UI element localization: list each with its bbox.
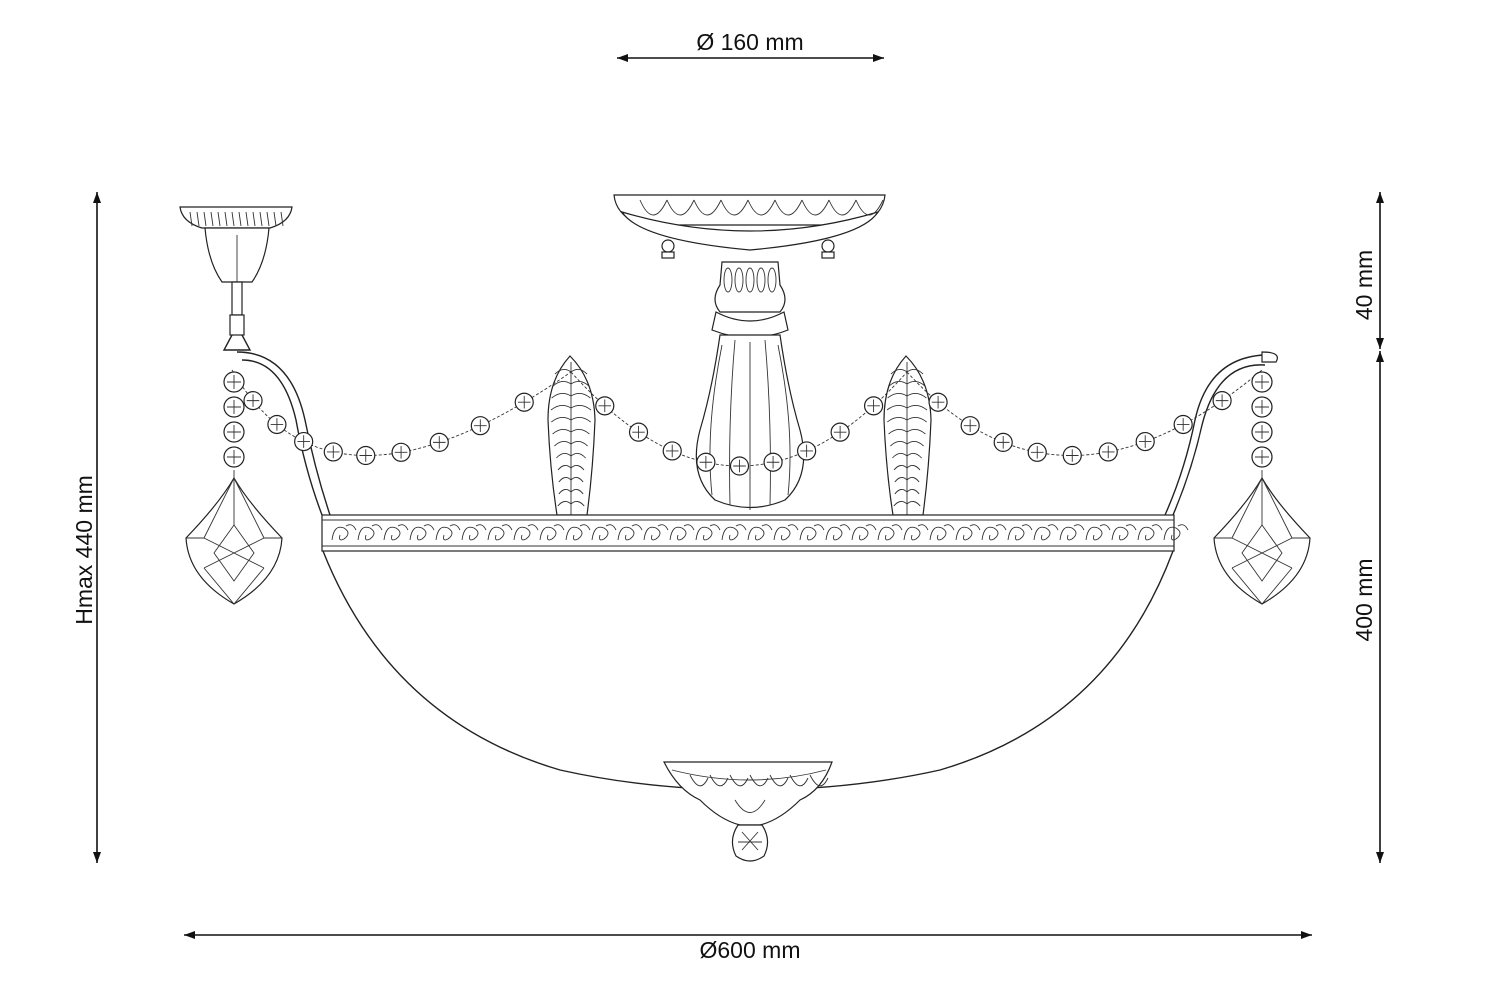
side-canopy-left — [179, 206, 293, 351]
dimension-label-max-height: Hmax 440 mm — [71, 475, 97, 625]
curved-arm-left — [236, 351, 331, 516]
dimension-body-height: 400 mm — [1351, 351, 1384, 863]
dimension-total-diameter: Ø600 mm — [184, 931, 1312, 963]
dimension-label-body-height: 400 mm — [1351, 558, 1377, 641]
crystal-pendant-right — [1213, 371, 1311, 605]
decorative-band — [321, 514, 1189, 552]
dimension-label-canopy-diameter: Ø 160 mm — [696, 29, 803, 55]
dimension-label-mount-height: 40 mm — [1351, 250, 1377, 320]
crystal-bead-garlands — [231, 369, 1263, 476]
bottom-finial — [663, 761, 833, 862]
acanthus-leaf-right — [883, 355, 932, 516]
dimension-canopy-diameter: Ø 160 mm — [617, 29, 884, 62]
dimension-label-total-diameter: Ø600 mm — [700, 937, 801, 963]
glass-bowl — [322, 550, 1174, 791]
dimension-max-height: Hmax 440 mm — [71, 192, 101, 863]
acanthus-leaf-left — [547, 355, 596, 516]
dimension-mount-height: 40 mm — [1351, 192, 1384, 349]
ceiling-canopy — [613, 194, 886, 259]
curved-arm-right — [1164, 351, 1278, 516]
center-stem — [695, 261, 805, 510]
crystal-pendant-left — [185, 371, 283, 605]
